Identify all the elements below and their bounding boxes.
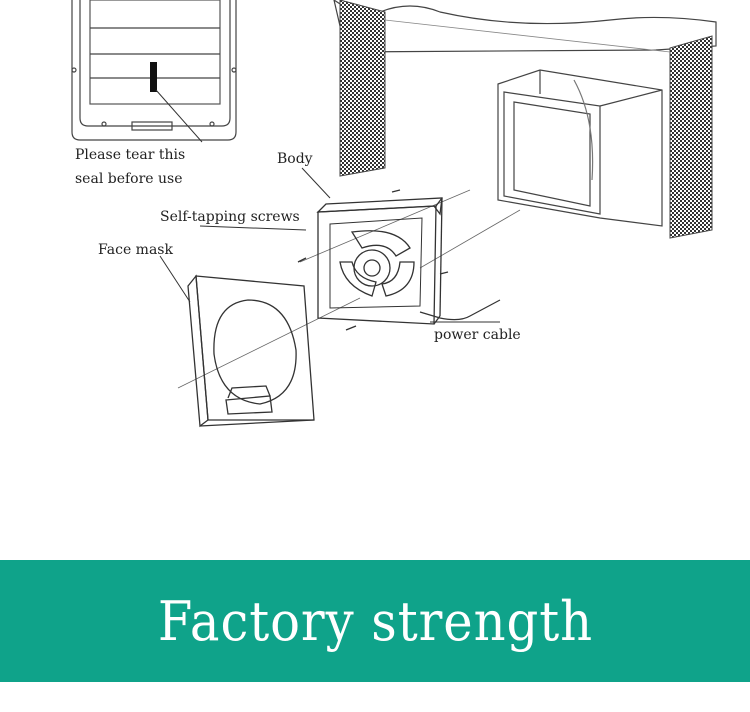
seal-strip [150,62,157,92]
banner-title: Factory strength [157,589,593,653]
face-mask-drawing [187,274,315,428]
banner: Factory strength [0,560,750,682]
exploded-installation-diagram [71,0,717,428]
screws-label: Self-tapping screws [160,209,300,225]
power-cable-label: power cable [434,327,521,343]
fan-body-drawing [316,197,443,325]
screw-icons [297,189,449,331]
wall-section-drawing [333,0,717,239]
label-leader-lines [159,167,500,323]
seal-label-line-1: Please tear this [75,147,186,163]
body-label: Body [277,151,313,167]
face-mask-label: Face mask [98,242,173,258]
power-cable-line [419,299,501,321]
seal-label-line-2: seal before use [75,171,183,187]
seal-leader-line [155,89,203,143]
